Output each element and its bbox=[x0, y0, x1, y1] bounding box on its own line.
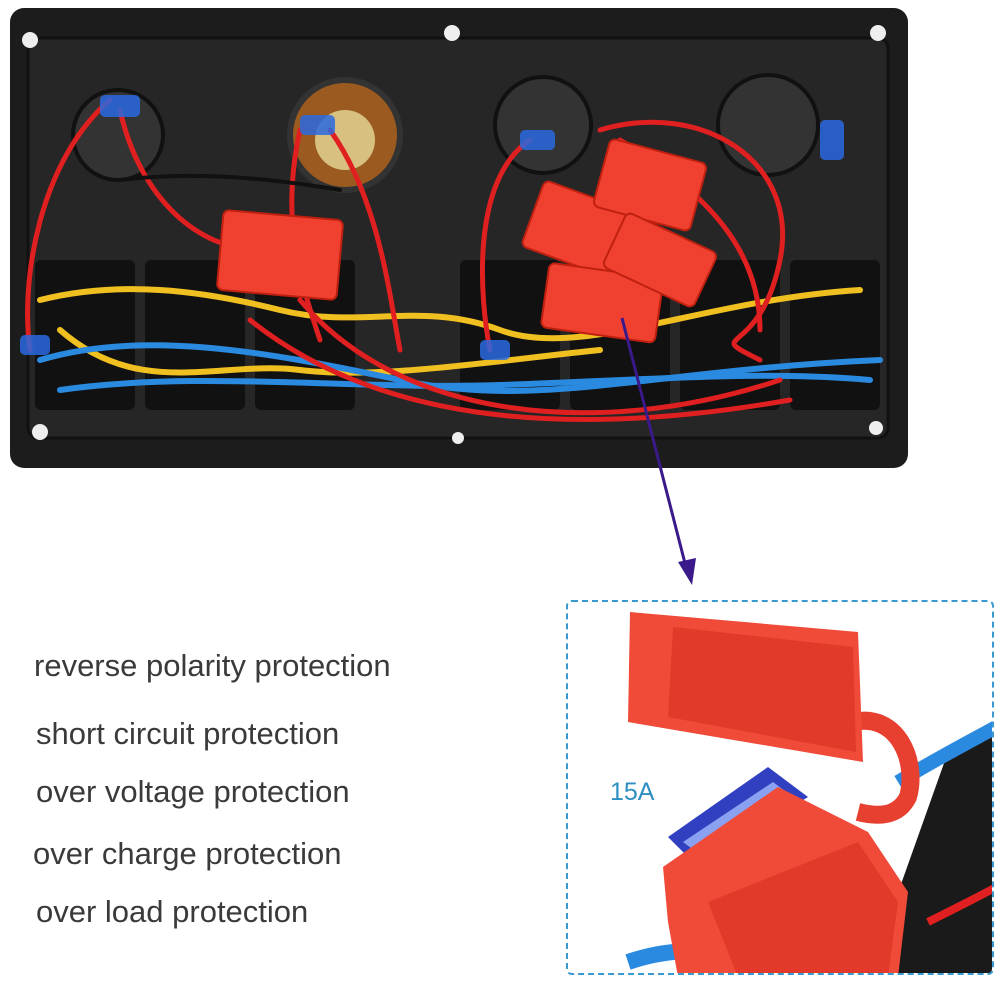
feature-item: over charge protection bbox=[33, 836, 342, 871]
switch-panel-photo bbox=[10, 8, 908, 468]
feature-item: short circuit protection bbox=[36, 716, 340, 751]
connectors bbox=[20, 95, 844, 360]
feature-item: over voltage protection bbox=[36, 774, 350, 809]
fuse-holder-photo bbox=[625, 612, 992, 973]
feature-item: reverse polarity protection bbox=[34, 648, 391, 683]
feature-item: over load protection bbox=[36, 894, 309, 929]
fuse-holders bbox=[216, 138, 718, 344]
fuse-closeup-inset: 15A bbox=[566, 600, 994, 975]
mounting-holes bbox=[22, 25, 886, 444]
fuse-rating-label: 15A bbox=[610, 778, 655, 806]
